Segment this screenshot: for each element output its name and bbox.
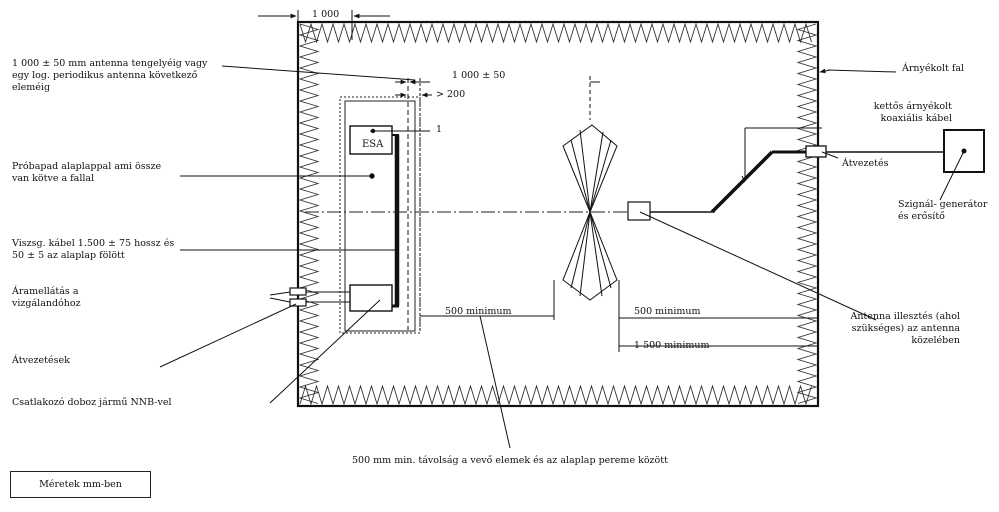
label-double-shielded-cable: kettős árnyékolt koaxiális kábel	[873, 101, 952, 124]
label-test-bench: Próbapad alaplappal ami össze van kötve …	[12, 161, 162, 184]
wall-feedthrough	[805, 145, 827, 158]
label-antenna-distance: 1 000 ± 50 mm antenna tengelyéig vagy eg…	[12, 58, 208, 93]
double-shielded-coax	[710, 150, 774, 214]
dim-500-min-right: 500 minimum	[634, 306, 701, 317]
shielded-room-wall	[296, 20, 820, 408]
esa-box	[349, 125, 393, 155]
label-signal-generator: Szignál- generátor és erősítő	[898, 199, 988, 222]
units-legend: Méretek mm-ben	[10, 471, 151, 498]
power-feedthrough	[289, 287, 307, 296]
dim-1500-min: 1 500 minimum	[634, 340, 710, 351]
label-feedthrough: Átvezetés	[842, 158, 889, 169]
dim-top-width: 1 000	[312, 9, 340, 20]
connector-box	[349, 284, 393, 312]
absorber-cones	[298, 22, 818, 406]
dim-500-min-left: 500 minimum	[445, 306, 512, 317]
label-shielded-wall: Árnyékolt fal	[902, 63, 965, 74]
label-feedthroughs: Átvezetések	[12, 355, 70, 366]
label-bottom-note: 500 mm min. távolság a vevő elemek és az…	[352, 455, 668, 466]
label-power-supply: Áramellátás a vizgálandóhoz	[12, 286, 81, 309]
dim-gt-200: > 200	[436, 89, 466, 100]
label-antenna-matching: Antenna illesztés (ahol szükséges) az an…	[850, 311, 960, 346]
label-test-cable: Viszsg. kábel 1.500 ± 75 hossz és 50 ± 5…	[12, 238, 175, 261]
antenna-matching-box	[627, 201, 651, 221]
item-one-label: 1	[436, 124, 443, 135]
ground-plane	[344, 100, 416, 332]
signal-generator-box	[943, 129, 985, 173]
biconical-antenna	[562, 124, 618, 301]
label-connector-box: Csatlakozó doboz jármű NNB-vel	[12, 397, 172, 408]
dim-antenna-gap: 1 000 ± 50	[452, 70, 506, 81]
esa-label: ESA	[362, 139, 384, 150]
power-feedthrough-2	[289, 298, 307, 307]
